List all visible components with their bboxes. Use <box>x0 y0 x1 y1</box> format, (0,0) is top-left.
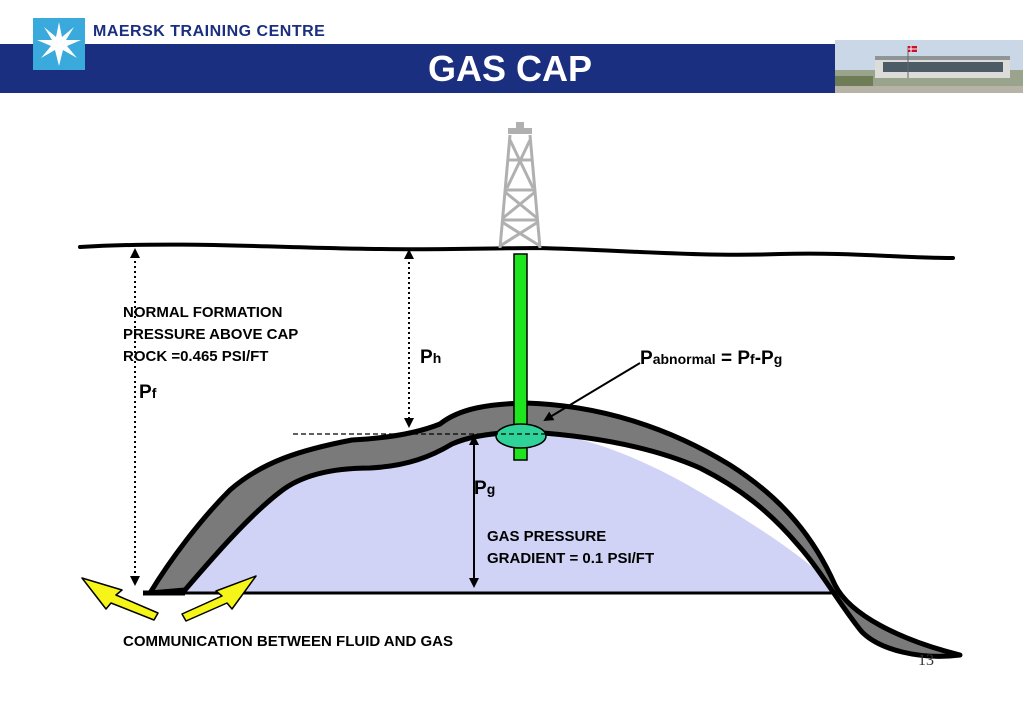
communication-arrows <box>81 575 257 622</box>
header: MAERSK TRAINING CENTRE GAS CAP <box>0 0 1023 93</box>
abnormal-pointer-arrow <box>543 362 641 422</box>
building-photo <box>835 40 1023 93</box>
normal-formation-label: NORMAL FORMATION PRESSURE ABOVE CAP ROCK… <box>123 304 299 365</box>
pf-label: Pf <box>139 382 157 403</box>
brand-name: MAERSK TRAINING CENTRE <box>93 23 326 40</box>
ph-label: Ph <box>420 347 442 368</box>
star-icon <box>37 22 81 66</box>
pg-label: Pg <box>474 478 496 499</box>
maersk-star-logo <box>33 18 85 70</box>
drilling-derrick-icon <box>498 122 542 249</box>
communication-label: COMMUNICATION BETWEEN FLUID AND GAS <box>123 633 453 650</box>
slide-title: GAS CAP <box>427 48 593 89</box>
gas-bubble <box>495 423 547 449</box>
cap-rock <box>147 400 963 659</box>
wellbore <box>513 253 528 461</box>
abnormal-pressure-equation: Pabnormal = Pf-Pg <box>640 348 783 369</box>
header-band <box>0 44 835 93</box>
gas-pressure-gradient-label: GAS PRESSURE GRADIENT = 0.1 PSI/FT <box>487 528 655 567</box>
page-number: 13 <box>918 652 934 669</box>
